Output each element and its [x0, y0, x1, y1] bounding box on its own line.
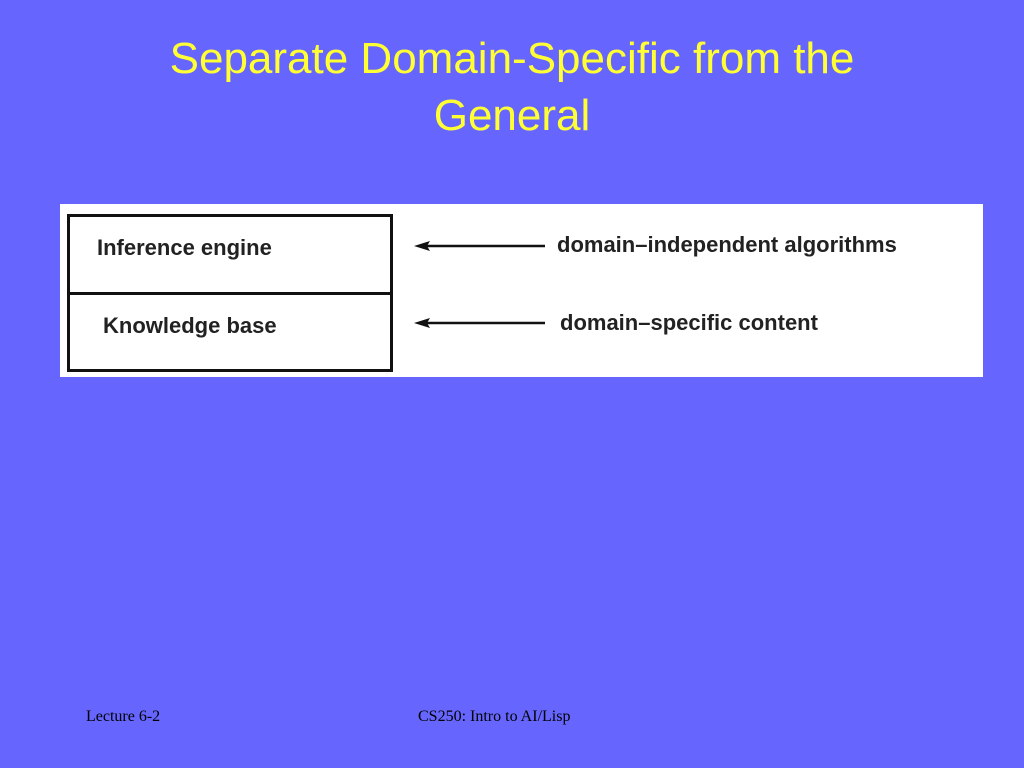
inference-engine-label: Inference engine [97, 235, 272, 260]
arrow-left-icon [414, 318, 545, 328]
domain-independent-annotation: domain–independent algorithms [557, 232, 897, 257]
slide-title-line-1: Separate Domain-Specific from the [169, 34, 855, 83]
slide-title-line-2: General [433, 91, 591, 140]
footer-course-name: CS250: Intro to AI/Lisp [418, 708, 571, 725]
arrow-left-icon [414, 241, 545, 251]
footer-lecture-number: Lecture 6-2 [86, 708, 161, 725]
domain-specific-annotation: domain–specific content [560, 310, 818, 335]
architecture-figure: Inference engine Knowledge base domain–i… [60, 204, 983, 377]
box-divider [70, 292, 390, 295]
slide-title: Separate Domain-Specific from the Genera… [0, 30, 1024, 144]
system-box: Inference engine Knowledge base [67, 214, 393, 372]
knowledge-base-label: Knowledge base [103, 313, 277, 338]
